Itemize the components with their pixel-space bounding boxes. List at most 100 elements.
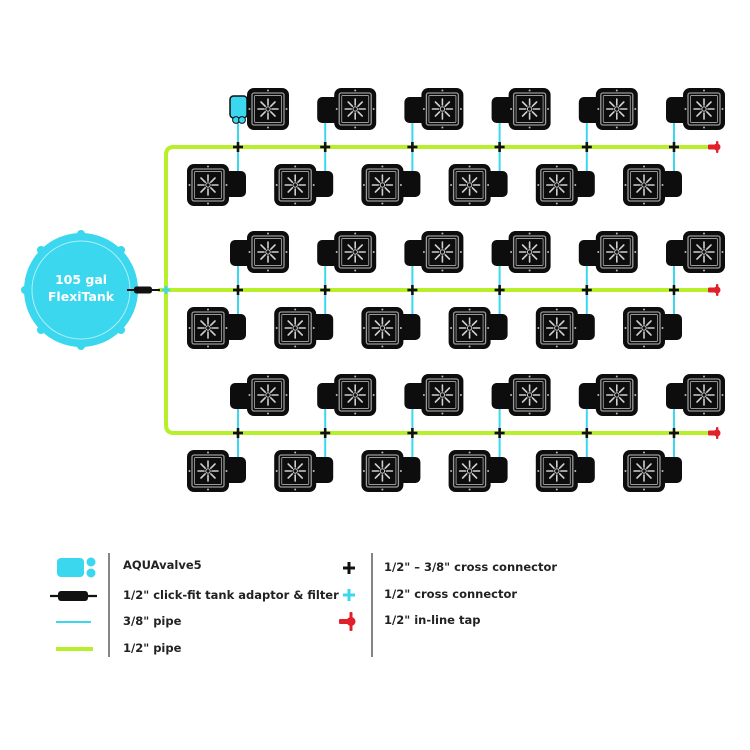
pots-layer <box>186 87 726 493</box>
pot-bottom <box>273 306 334 350</box>
pot-top <box>491 373 552 417</box>
cross-connector <box>494 142 505 152</box>
pot-tray <box>246 87 290 131</box>
pot-bottom <box>360 449 421 493</box>
pot-tray <box>534 163 579 207</box>
cross-connector <box>494 428 505 438</box>
cross-connector <box>669 142 679 152</box>
pot-tray <box>420 373 465 417</box>
pot-tray <box>622 163 666 207</box>
cross-connector <box>320 428 331 438</box>
pot-tray <box>447 449 492 493</box>
cross-connector <box>320 142 331 152</box>
cross-connector-cyan <box>162 286 170 294</box>
pot-top <box>491 87 552 131</box>
pot-top <box>666 230 726 274</box>
inline-tap <box>708 284 721 296</box>
cross-connector <box>669 428 679 438</box>
pot-tray <box>360 306 405 350</box>
cross-connector <box>407 428 418 438</box>
pot-tray <box>622 449 666 493</box>
cross-connector <box>407 285 418 295</box>
pot-top <box>578 230 639 274</box>
pot-top <box>404 87 465 131</box>
cross-connector <box>407 142 418 152</box>
pot-tray <box>333 87 378 131</box>
pot-tray <box>507 373 552 417</box>
pot-bottom <box>186 449 246 493</box>
pot-top <box>491 230 552 274</box>
pot-tray <box>246 230 290 274</box>
pot-top <box>317 373 378 417</box>
pot-tray <box>420 230 465 274</box>
pot-tray <box>360 449 405 493</box>
pot-bottom <box>186 163 246 207</box>
cross-connector <box>320 285 331 295</box>
cross-connector <box>233 285 243 295</box>
pot-tray <box>186 163 230 207</box>
pot-top <box>666 87 726 131</box>
pot-top <box>229 87 290 131</box>
pot-top <box>230 373 290 417</box>
pot-bottom <box>447 163 508 207</box>
legend-label-half-inch-pipe: 1/2" pipe <box>123 641 182 655</box>
pot-bottom <box>360 306 421 350</box>
pot-tray <box>273 449 318 493</box>
pot-top <box>317 87 378 131</box>
pot-bottom <box>273 449 334 493</box>
legend-label-aquavalve: AQUAvalve5 <box>123 558 202 572</box>
pot-tray <box>273 163 318 207</box>
pot-bottom <box>622 449 682 493</box>
pot-tray <box>534 306 579 350</box>
pot-tray <box>682 87 726 131</box>
tank-label-line2: FlexiTank <box>48 289 115 304</box>
pot-tray <box>682 230 726 274</box>
pot-tray <box>534 449 579 493</box>
pot-top <box>666 373 726 417</box>
pot-tray <box>507 87 552 131</box>
pot-tray <box>594 373 639 417</box>
legend-label-inline-tap: 1/2" in-line tap <box>384 613 481 627</box>
tank-adaptor-filter <box>127 286 160 294</box>
pot-top <box>578 373 639 417</box>
pot-bottom <box>447 306 508 350</box>
pot-tray <box>246 373 290 417</box>
pot-bottom <box>186 306 246 350</box>
legend-label-tank-adaptor: 1/2" click-fit tank adaptor & filter <box>123 588 339 602</box>
pot-tray <box>447 306 492 350</box>
pot-tray <box>273 306 318 350</box>
cross-connector <box>581 285 592 295</box>
pot-bottom <box>622 163 682 207</box>
fittings-layer <box>162 141 721 439</box>
pot-tray <box>622 306 666 350</box>
legend-label-three-eighths-pipe: 3/8" pipe <box>123 614 182 628</box>
pot-tray <box>682 373 726 417</box>
cross-connector <box>494 285 505 295</box>
pot-tray <box>360 163 405 207</box>
pot-bottom <box>534 163 595 207</box>
pot-tray <box>594 87 639 131</box>
tank-body <box>24 233 138 347</box>
pot-tray <box>186 449 230 493</box>
pot-bottom <box>273 163 334 207</box>
pot-tray <box>333 230 378 274</box>
pot-bottom <box>447 449 508 493</box>
pot-tray <box>186 306 230 350</box>
legend-label-cross-connector-black: 1/2" – 3/8" cross connector <box>384 560 558 574</box>
pot-top <box>230 230 290 274</box>
pot-tray <box>507 230 552 274</box>
tank-label-line1: 105 gal <box>55 272 107 287</box>
inline-tap <box>708 141 721 153</box>
pot-top <box>404 373 465 417</box>
aquavalve5 <box>229 95 248 124</box>
pot-tray <box>420 87 465 131</box>
pot-tray <box>447 163 492 207</box>
inline-tap <box>708 427 721 439</box>
pot-bottom <box>360 163 421 207</box>
cross-connector <box>669 285 679 295</box>
cross-connector <box>581 428 592 438</box>
pot-bottom <box>534 306 595 350</box>
cross-connector <box>233 142 243 152</box>
pot-bottom <box>534 449 595 493</box>
